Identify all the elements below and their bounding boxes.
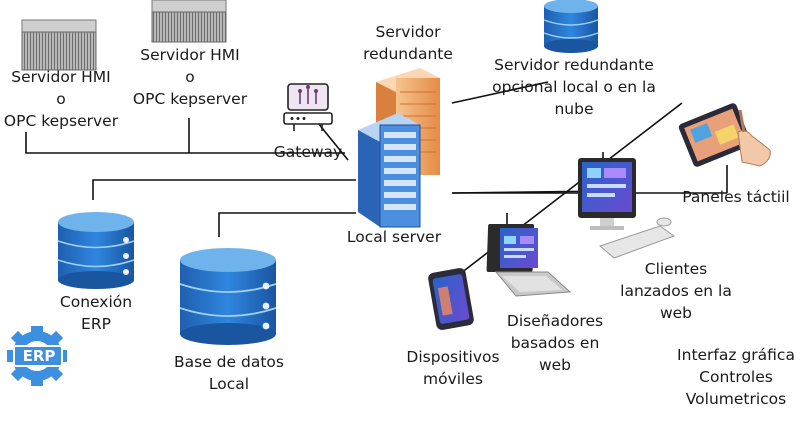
mobile-line2: móviles	[423, 370, 483, 388]
erp-database-icon	[57, 212, 135, 289]
hmi-rack-server-icon	[151, 0, 227, 43]
designers-line3: web	[538, 356, 572, 374]
volumetric-line3: Volumetricos	[685, 390, 787, 408]
hmi1-line3: OPC kepserver	[3, 112, 119, 130]
hmi2-line1: Servidor HMI	[140, 46, 240, 64]
erp-gear-icon	[7, 326, 67, 386]
hmi2-line2: o	[185, 68, 195, 86]
hmi-rack-server-icon	[21, 19, 97, 71]
redundant-line1: Servidor	[375, 23, 441, 41]
mobile-line1: Dispositivos	[406, 348, 500, 366]
designers-line1: Diseñadores	[506, 312, 604, 330]
redundant-line2: redundante	[363, 45, 453, 63]
erp-line2: ERP	[81, 315, 111, 333]
desktop-icon	[578, 158, 676, 259]
hmi1-line1: Servidor HMI	[11, 68, 111, 86]
local-db-line1: Base de datos	[174, 353, 284, 371]
cloud-line2: opcional local o en la	[492, 78, 656, 96]
phone-icon	[428, 268, 474, 330]
volumetric-line2: Controles	[699, 368, 773, 386]
volumetric-line1: Interfaz gráfica	[677, 346, 795, 364]
designers-line2: basados en	[510, 334, 600, 352]
line-erp	[92, 179, 356, 200]
cloud-line3: nube	[554, 100, 594, 118]
redundant-server-label: Servidor redundante	[352, 21, 464, 65]
hmi-server-1-label: Servidor HMI o OPC kepserver	[0, 66, 122, 132]
cloud-line1: Servidor redundante	[494, 56, 654, 74]
erp-line1: Conexión	[59, 293, 133, 311]
line-redundant	[451, 81, 549, 104]
erp-logo-text: ERP	[22, 347, 56, 365]
erp-connection-label: Conexión ERP	[44, 291, 148, 335]
web-clients-label: Clientes lanzados en la web	[610, 258, 742, 324]
hmi-server-2-label: Servidor HMI o OPC kepserver	[128, 44, 252, 110]
gateway-icon	[283, 83, 333, 131]
tablet-icon	[678, 103, 771, 167]
gateway-label: Gateway	[273, 143, 343, 161]
clients-line1: Clientes	[644, 260, 708, 278]
touch-panels-label: Paneles táctiil	[682, 188, 790, 206]
clients-line2: lanzados en la	[620, 282, 732, 300]
line-hmi-bus	[25, 132, 345, 154]
cloud-server-label: Servidor redundante opcional local o en …	[482, 54, 666, 120]
local-server-icon	[358, 113, 421, 228]
laptop-icon	[486, 224, 572, 297]
cloud-database-icon	[543, 0, 599, 53]
hmi1-line2: o	[56, 90, 66, 108]
hmi2-line3: OPC kepserver	[132, 90, 248, 108]
line-db	[218, 212, 356, 237]
mobile-devices-label: Dispositivos móviles	[394, 346, 512, 390]
local-database-icon	[179, 248, 277, 345]
web-designers-label: Diseñadores basados en web	[494, 310, 616, 376]
local-db-line2: Local	[208, 375, 250, 393]
volumetric-ui-label: Interfaz gráfica Controles Volumetricos	[668, 344, 804, 410]
local-server-label: Local server	[346, 228, 442, 246]
line-gateway-server	[317, 122, 349, 161]
clients-line3: web	[659, 304, 693, 322]
local-db-label: Base de datos Local	[162, 351, 296, 395]
